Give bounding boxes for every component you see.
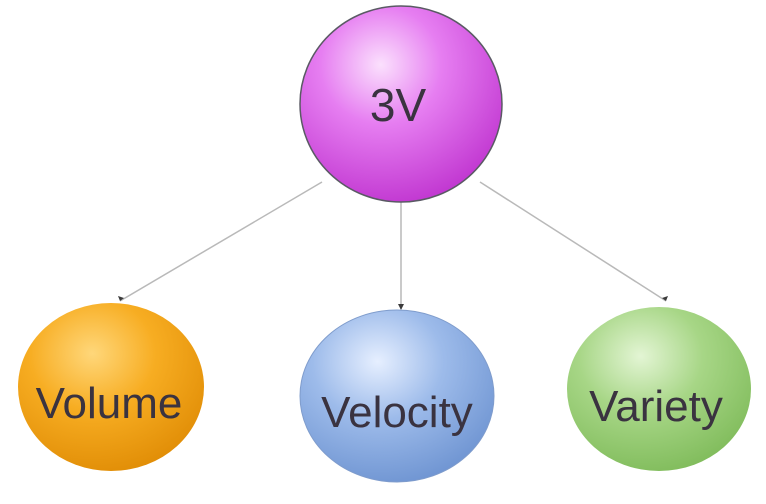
arrowhead-volume xyxy=(118,296,124,301)
node-velocity: Velocity xyxy=(299,309,495,483)
volume-label: Volume xyxy=(36,379,183,428)
connectors xyxy=(118,181,668,310)
connector-volume xyxy=(119,181,323,302)
node-variety: Variety xyxy=(567,307,751,471)
arrowhead-variety xyxy=(662,296,668,301)
node-volume: Volume xyxy=(18,303,204,471)
arrowhead-velocity xyxy=(398,304,404,310)
connector-variety xyxy=(479,181,667,302)
root-node: 3V xyxy=(299,5,503,203)
velocity-label: Velocity xyxy=(321,388,473,437)
variety-label: Variety xyxy=(589,382,723,431)
root-label: 3V xyxy=(370,79,427,131)
